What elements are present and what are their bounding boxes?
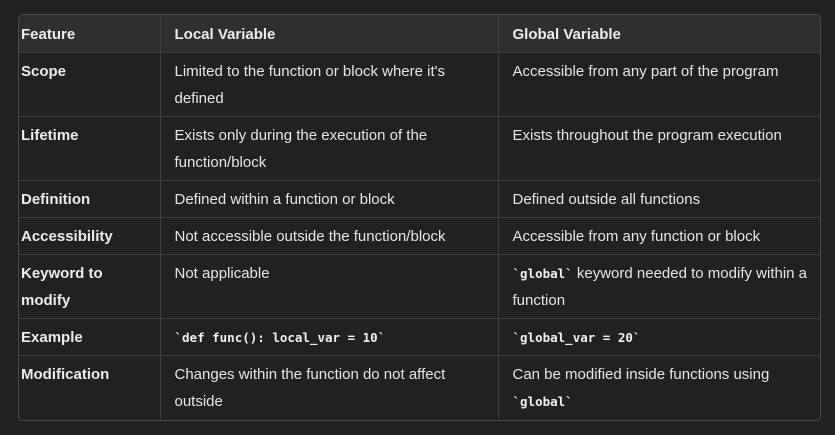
inline-code: `global` <box>512 266 573 281</box>
global-cell: Defined outside all functions <box>497 180 820 218</box>
feature-cell: Keyword to modify <box>19 254 160 319</box>
feature-cell: Definition <box>19 180 160 218</box>
table-row: Definition Defined within a function or … <box>19 180 820 218</box>
feature-cell: Scope <box>19 52 160 117</box>
feature-cell: Accessibility <box>19 217 160 255</box>
local-cell: Not applicable <box>159 254 498 319</box>
inline-code: `def func(): local_var = 10` <box>174 330 386 345</box>
header-feature: Feature <box>19 15 160 53</box>
cell-text: Can be modified inside functions using <box>512 366 770 383</box>
feature-cell: Example <box>19 318 160 356</box>
global-cell: Accessible from any part of the program <box>497 52 820 117</box>
table-header-row: Feature Local Variable Global Variable <box>19 15 820 53</box>
global-cell: `global` keyword needed to modify within… <box>497 254 820 319</box>
cell-text: keyword needed to modify within a functi… <box>512 265 808 309</box>
comparison-table: Feature Local Variable Global Variable S… <box>19 15 820 419</box>
table-row: Keyword to modify Not applicable `global… <box>19 254 820 319</box>
table-row: Accessibility Not accessible outside the… <box>19 217 820 255</box>
header-local-variable: Local Variable <box>159 15 498 53</box>
local-cell: Not accessible outside the function/bloc… <box>159 217 498 255</box>
global-cell: Accessible from any function or block <box>497 217 820 255</box>
table-row: Scope Limited to the function or block w… <box>19 52 820 117</box>
inline-code: `global_var = 20` <box>512 330 641 345</box>
comparison-table-container: Feature Local Variable Global Variable S… <box>18 14 821 421</box>
inline-code: `global` <box>512 394 573 409</box>
feature-cell: Modification <box>21 366 110 383</box>
header-global-variable: Global Variable <box>497 15 820 53</box>
local-cell: Defined within a function or block <box>159 180 498 218</box>
table-row: Example `def func(): local_var = 10` `gl… <box>19 318 820 356</box>
local-cell: Exists only during the execution of the … <box>159 116 498 181</box>
local-cell: Limited to the function or block where i… <box>159 52 498 117</box>
table-row: Lifetime Exists only during the executio… <box>19 116 820 181</box>
feature-cell: Lifetime <box>19 116 160 181</box>
local-cell: `def func(): local_var = 10` <box>159 318 498 356</box>
global-cell: Exists throughout the program execution <box>497 116 820 181</box>
local-cell: Changes within the function do not affec… <box>159 355 498 419</box>
global-cell: Can be modified inside functions using `… <box>497 355 820 419</box>
table-row: Modification Changes within the function… <box>19 355 820 419</box>
global-cell: `global_var = 20` <box>497 318 820 356</box>
